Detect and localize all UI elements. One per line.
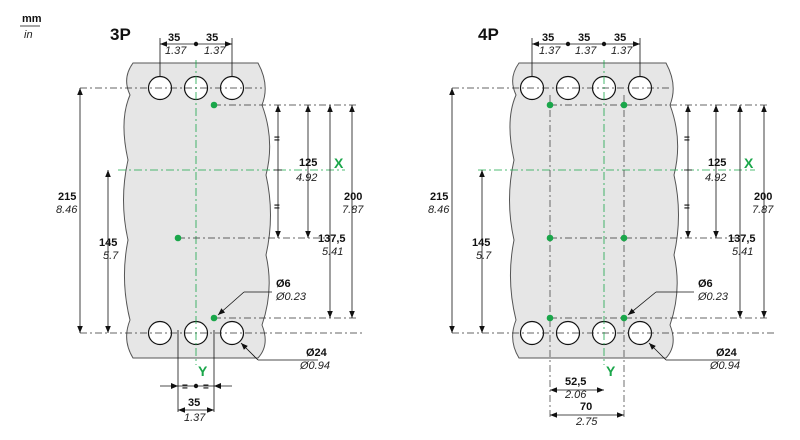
- dimension-center-dot: [565, 41, 571, 47]
- dimension-center-dot: [193, 41, 199, 47]
- bottom-spacing-inner-mm: 52,5: [565, 376, 586, 388]
- main-hole-leader: [240, 342, 259, 361]
- mount-hole-in: Ø0.23: [275, 291, 307, 303]
- height-145-mm: 145: [472, 237, 490, 249]
- mounting-point: [546, 314, 554, 322]
- height-145-in: 5.7: [103, 250, 119, 262]
- top-spacing-2-in: 1.37: [575, 45, 597, 57]
- main-hole-leader: [648, 342, 667, 361]
- main-hole-mm: Ø24: [716, 347, 738, 359]
- mounting-point: [620, 314, 628, 322]
- equal-mark: =: [182, 382, 188, 393]
- diagram-title: 3P: [110, 25, 131, 44]
- bottom-spacing-inner-in: 2.06: [564, 389, 587, 401]
- main-hole-in: Ø0.94: [299, 360, 330, 372]
- bottom-spacing-outer-mm: 70: [580, 401, 592, 413]
- diagram-title: 4P: [478, 25, 499, 44]
- units-in-label: in: [24, 29, 33, 41]
- dimension-center-dot: [193, 383, 199, 389]
- height-137-5-mm: 137,5: [318, 233, 346, 245]
- diagram-3p: 3P 35 1.37 35 1.37 X Y: [56, 25, 365, 424]
- mount-hole-leader: [627, 291, 657, 316]
- top-spacing-2-in: 1.37: [204, 45, 226, 57]
- height-125-mm: 125: [299, 157, 317, 169]
- mounting-point: [174, 234, 182, 242]
- equal-mark: =: [274, 134, 280, 145]
- mounting-point: [620, 234, 628, 242]
- top-spacing-1-mm: 35: [168, 32, 180, 44]
- top-spacing-1-mm: 35: [542, 32, 554, 44]
- mounting-point: [546, 101, 554, 109]
- equal-mark: =: [684, 134, 690, 145]
- equal-mark: =: [203, 382, 209, 393]
- height-137-5-in: 5.41: [322, 246, 343, 258]
- height-200-in: 7.87: [752, 204, 774, 216]
- equal-mark: =: [684, 202, 690, 213]
- x-axis-label: X: [744, 155, 754, 171]
- height-215-mm: 215: [430, 191, 448, 203]
- plate-outline: [509, 62, 679, 359]
- y-axis-label: Y: [198, 363, 208, 379]
- top-spacing-2-mm: 35: [206, 32, 218, 44]
- units-mm-label: mm: [22, 13, 42, 25]
- height-137-5-in: 5.41: [732, 246, 753, 258]
- height-200-in: 7.87: [342, 204, 364, 216]
- bottom-spacing-outer-in: 2.75: [575, 416, 598, 428]
- top-spacing-2-mm: 35: [578, 32, 590, 44]
- mounting-point: [210, 101, 218, 109]
- height-215-mm: 215: [58, 191, 76, 203]
- height-215-in: 8.46: [428, 204, 450, 216]
- equal-mark: =: [274, 202, 280, 213]
- height-125-mm: 125: [708, 157, 726, 169]
- dimension-center-dot: [601, 41, 607, 47]
- height-200-mm: 200: [754, 191, 772, 203]
- mounting-point: [620, 101, 628, 109]
- mount-hole-mm: Ø6: [276, 278, 291, 290]
- mounting-point: [546, 234, 554, 242]
- mount-hole-leader: [217, 291, 245, 316]
- x-axis-label: X: [334, 155, 344, 171]
- y-axis-label: Y: [606, 363, 616, 379]
- top-spacing-3-in: 1.37: [611, 45, 633, 57]
- height-137-5-mm: 137,5: [728, 233, 756, 245]
- height-125-in: 4.92: [705, 172, 726, 184]
- mount-hole-in: Ø0.23: [697, 291, 729, 303]
- height-200-mm: 200: [344, 191, 362, 203]
- bottom-spacing-mm: 35: [188, 397, 200, 409]
- diagram-4p: 4P 35 1.37 35 1.37 35 1.37: [428, 25, 775, 428]
- main-hole-mm: Ø24: [306, 347, 328, 359]
- top-spacing-1-in: 1.37: [165, 45, 187, 57]
- height-145-mm: 145: [99, 237, 117, 249]
- plate-outline: [123, 62, 271, 359]
- top-spacing-1-in: 1.37: [539, 45, 561, 57]
- top-spacing-3-mm: 35: [614, 32, 626, 44]
- height-215-in: 8.46: [56, 204, 78, 216]
- bottom-spacing-in: 1.37: [184, 412, 206, 424]
- main-hole-in: Ø0.94: [709, 360, 740, 372]
- height-145-in: 5.7: [476, 250, 492, 262]
- mount-hole-mm: Ø6: [698, 278, 713, 290]
- mounting-point: [210, 314, 218, 322]
- height-125-in: 4.92: [296, 172, 317, 184]
